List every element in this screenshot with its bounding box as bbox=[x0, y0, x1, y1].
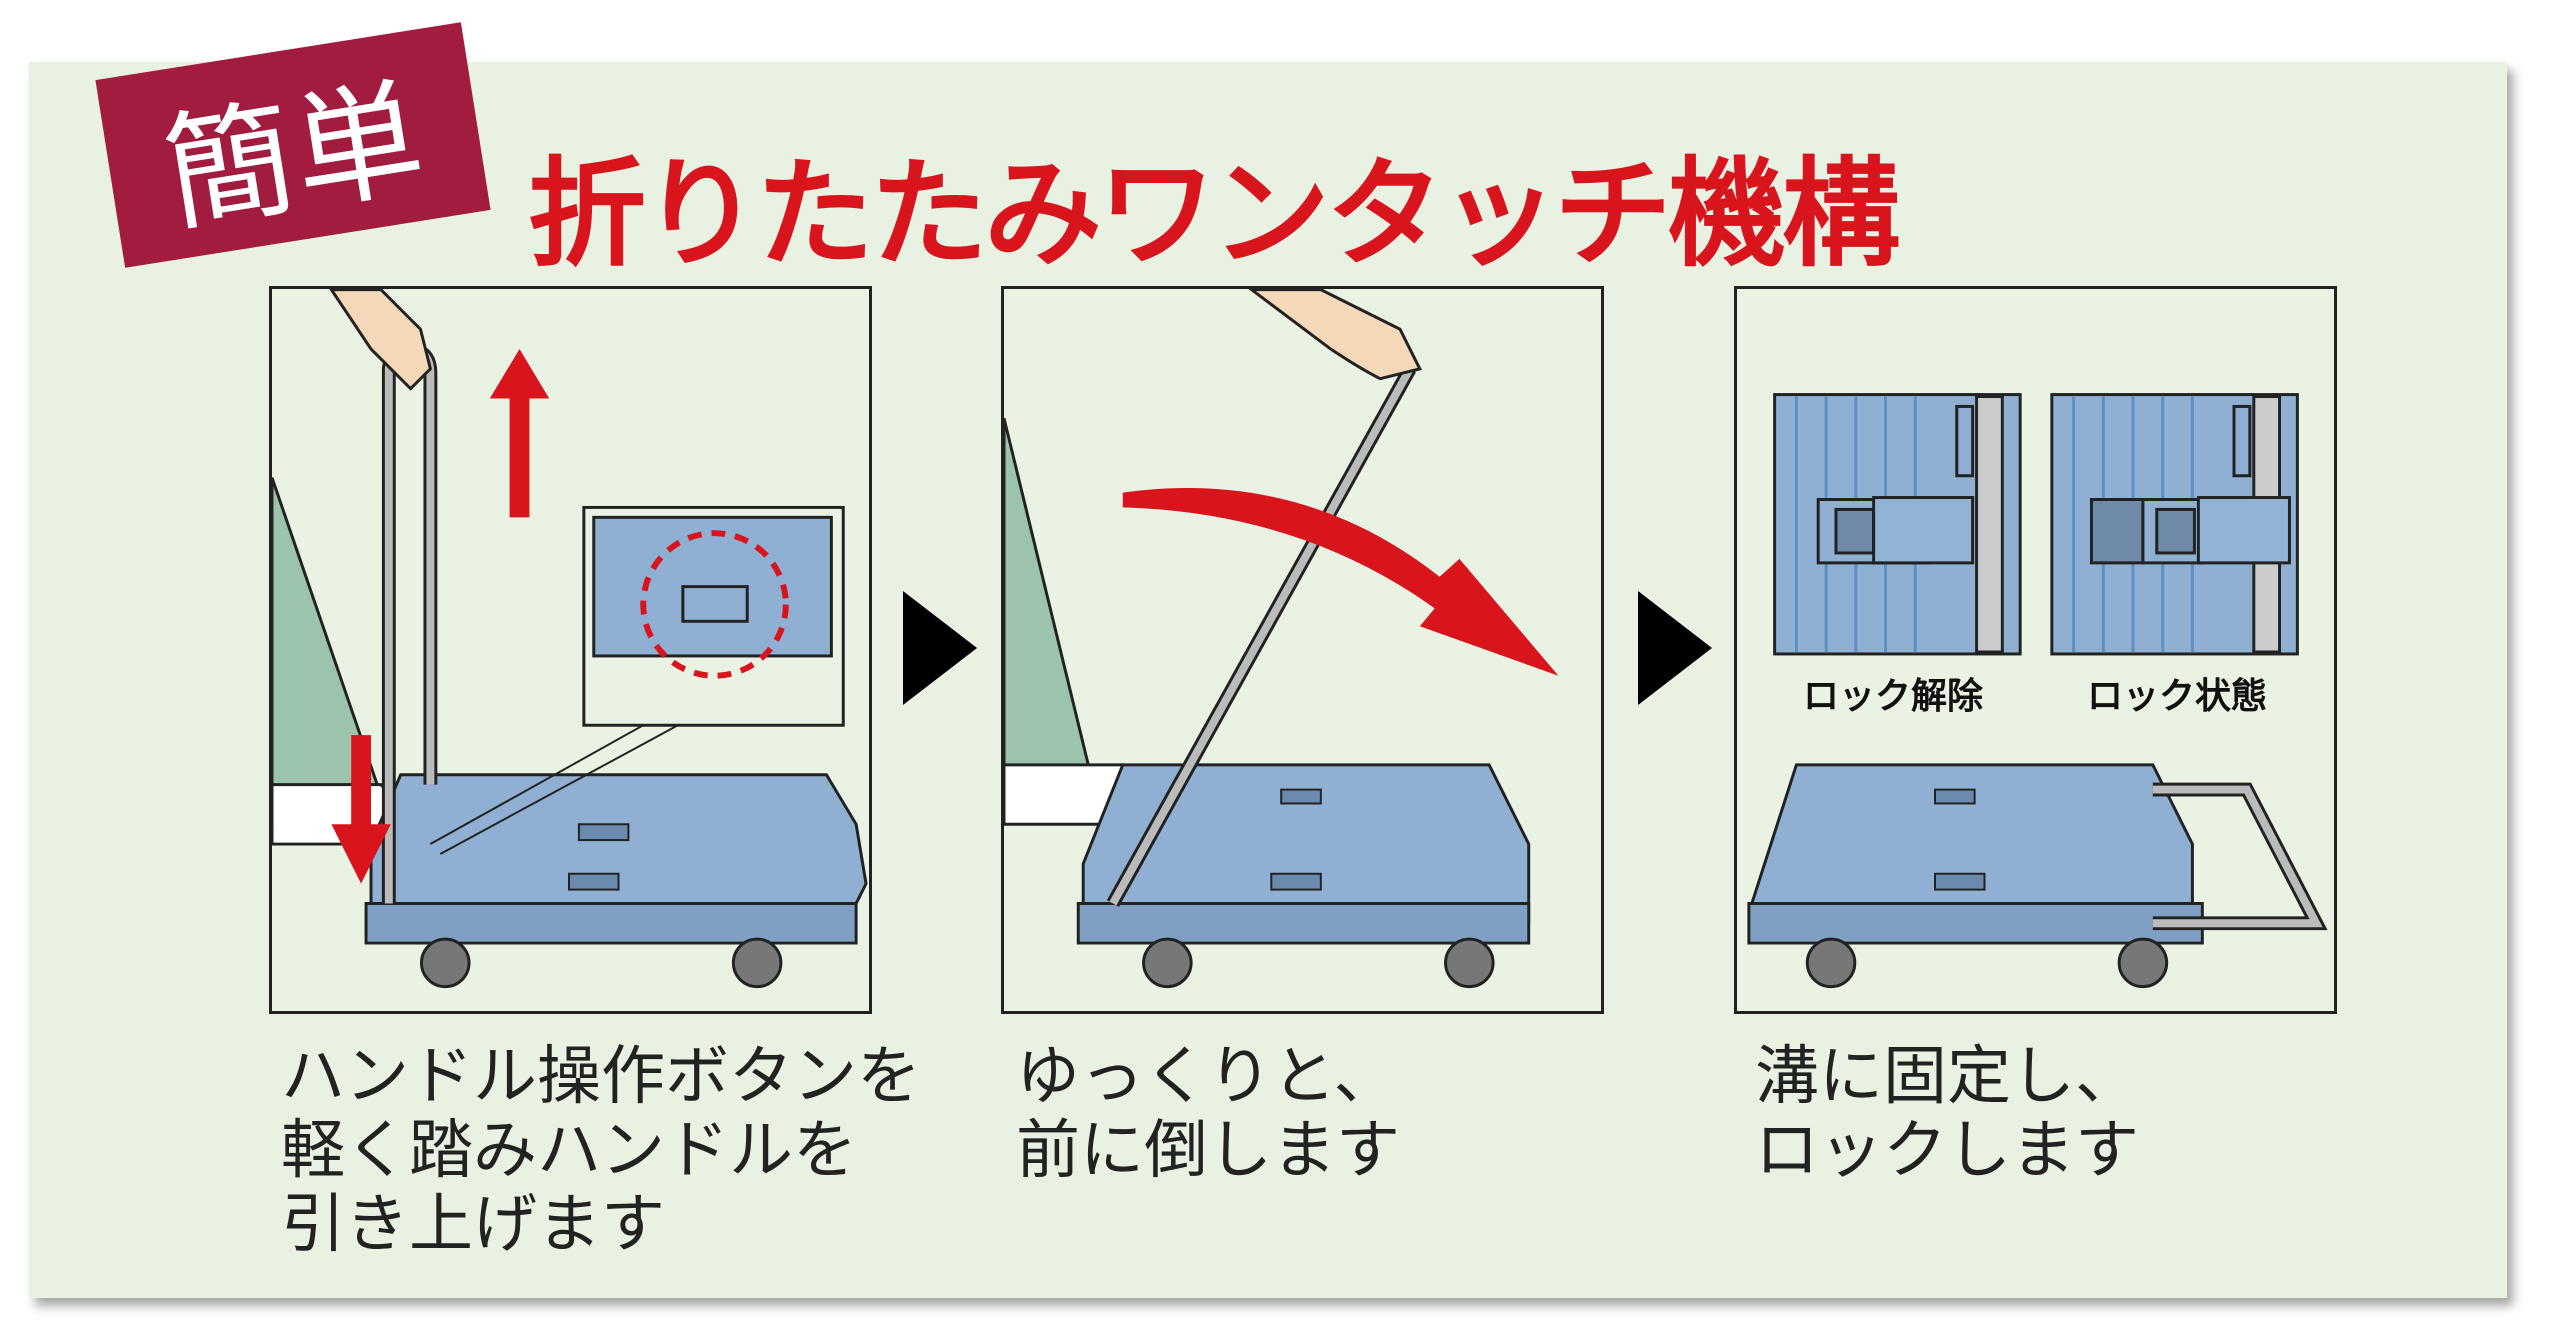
wheel bbox=[1142, 937, 1193, 989]
handle-button bbox=[681, 585, 749, 623]
cart-handle-raise-illustration bbox=[272, 289, 868, 989]
highlight-circle bbox=[640, 530, 789, 679]
next-arrow-icon bbox=[1638, 591, 1712, 705]
wheel bbox=[731, 937, 783, 989]
cart-base bbox=[1076, 901, 1531, 945]
step-3-illustration: ロック解除 ロック状態 bbox=[1734, 286, 2337, 1014]
curved-arrow-icon bbox=[1122, 487, 1559, 676]
leg bbox=[1004, 417, 1095, 806]
caption-line: 溝に固定し、 bbox=[1755, 1040, 2139, 1114]
folded-handle bbox=[2152, 785, 2323, 928]
lock-release-detail bbox=[1773, 393, 2022, 656]
step-1-illustration bbox=[269, 286, 872, 1014]
step-2-illustration bbox=[1001, 286, 1604, 1014]
cart-body bbox=[1750, 763, 2194, 925]
caption-line: ロックします bbox=[1755, 1114, 2139, 1188]
wheel bbox=[2117, 937, 2169, 989]
step-1-caption: ハンドル操作ボタンを 軽く踏みハンドルを 引き上げます bbox=[281, 1040, 921, 1262]
step-3-caption: 溝に固定し、 ロックします bbox=[1755, 1040, 2139, 1188]
caption-line: 軽く踏みハンドルを bbox=[281, 1114, 857, 1188]
next-arrow-icon bbox=[903, 591, 977, 705]
wheel bbox=[1444, 937, 1495, 989]
cart-folded-illustration bbox=[1747, 393, 2328, 989]
lock-engaged-label: ロック状態 bbox=[2087, 676, 2268, 717]
caption-line: ハンドル操作ボタンを bbox=[281, 1040, 921, 1114]
caption-line: ゆっくりと、 bbox=[1016, 1040, 1398, 1114]
lock-engaged-detail bbox=[2050, 393, 2299, 656]
wheel bbox=[1805, 937, 1857, 989]
lock-release-label: ロック解除 bbox=[1803, 676, 1984, 717]
badge-text: 簡単 bbox=[154, 62, 435, 251]
caption-line: 前に倒します bbox=[1016, 1114, 1400, 1188]
handle bbox=[1109, 366, 1414, 906]
arrow-up-icon bbox=[489, 349, 550, 518]
cart-body bbox=[369, 773, 868, 925]
hand bbox=[329, 289, 433, 391]
page-title: 折りたたみワンタッチ機構 bbox=[528, 145, 1900, 283]
hand bbox=[1248, 289, 1422, 381]
wheel bbox=[420, 937, 471, 989]
cart-base bbox=[364, 901, 858, 945]
arrow-down-icon bbox=[331, 735, 391, 884]
cart-base bbox=[1747, 901, 2204, 945]
cart-handle-fold-illustration bbox=[1004, 289, 1559, 989]
step-2-caption: ゆっくりと、 前に倒します bbox=[1016, 1040, 1400, 1188]
caption-line: 引き上げます bbox=[281, 1188, 665, 1262]
